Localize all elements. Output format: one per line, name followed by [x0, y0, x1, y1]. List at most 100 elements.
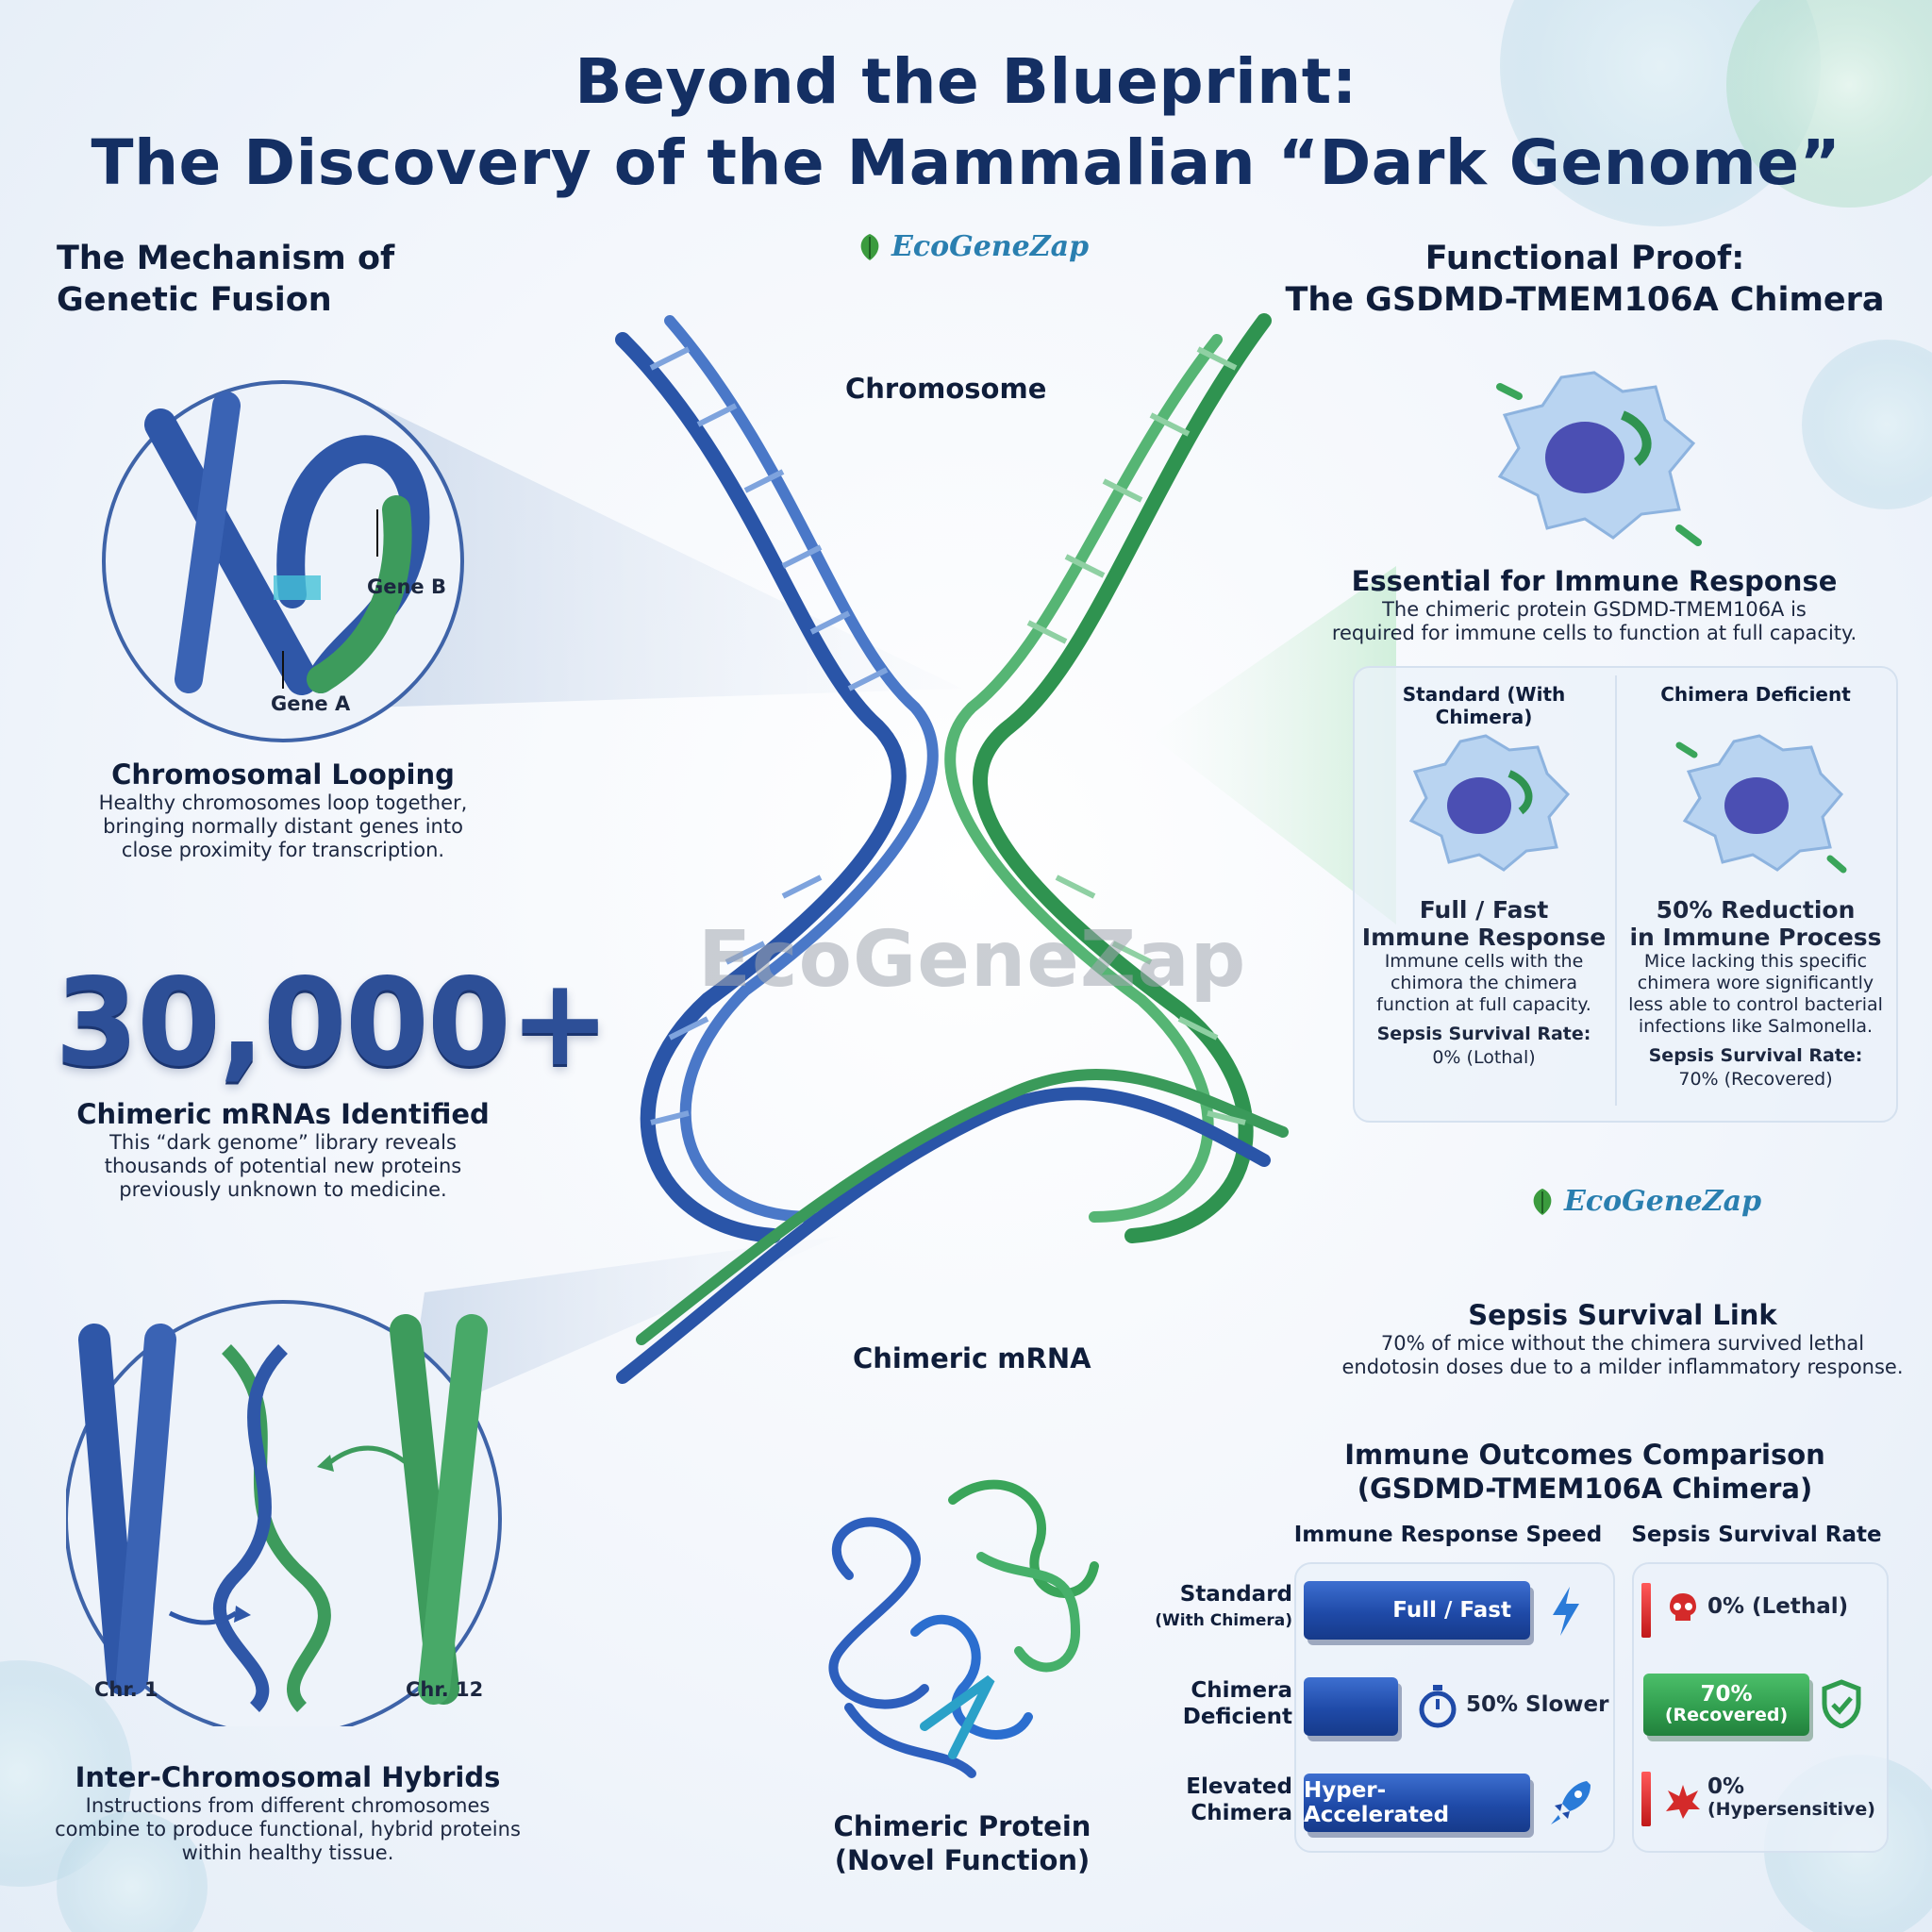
proof-wedge — [1151, 566, 1396, 924]
shield-check-icon — [1822, 1679, 1861, 1728]
looping-text-3: close proximity for transcription. — [121, 839, 445, 861]
stat-text-3: previously unknown to medicine. — [119, 1178, 447, 1201]
burst-icon — [1666, 1785, 1700, 1819]
standard-text-2: chimora the chimera — [1390, 973, 1578, 993]
survival-marker-standard — [1641, 1583, 1651, 1638]
brand-logo-top: EcoGeneZap — [854, 230, 1089, 263]
stopwatch-icon — [1419, 1685, 1457, 1728]
chr12-label: Chr. 12 — [406, 1678, 484, 1701]
row-standard-label-2: (With Chimera) — [1155, 1611, 1292, 1630]
speed-bar-deficient — [1304, 1677, 1398, 1736]
proof-heading: Functional Proof: The GSDMD-TMEM106A Chi… — [1264, 238, 1906, 321]
gene-a-label: Gene A — [271, 692, 351, 715]
deficient-text-1: Mice lacking this specific — [1643, 951, 1868, 972]
hybrids-text-1: Instructions from different chromosomes — [85, 1794, 491, 1817]
row-elevated-label: Elevated Chimera — [1141, 1774, 1292, 1826]
immune-cell-standard — [1408, 734, 1571, 872]
col-survival-header: Sepsis Survival Rate — [1631, 1523, 1882, 1547]
brand-name: EcoGeneZap — [891, 230, 1090, 263]
row-standard-label: Standard (With Chimera) — [1141, 1581, 1292, 1634]
protein-label-line-2: (Novel Function) — [834, 1844, 1091, 1876]
stat-number: 30,000+ — [55, 953, 610, 1093]
leaf-logo-icon — [860, 233, 879, 260]
proof-heading-line-2: The GSDMD-TMEM106A Chimera — [1285, 281, 1885, 319]
row-elevated-label-2: Chimera — [1191, 1801, 1292, 1825]
survival-elevated-value-2: (Hypersensitive) — [1707, 1799, 1875, 1820]
chimeric-mrna-label: Chimeric mRNA — [853, 1342, 1091, 1374]
comparison-title-1: Immune Outcomes Comparison — [1344, 1439, 1825, 1471]
row-deficient-label-1: Chimera — [1191, 1678, 1292, 1703]
speed-bar-elevated: Hyper-Accelerated — [1304, 1774, 1530, 1832]
chimera-comparison-panel — [1353, 666, 1898, 1123]
proof-heading-line-1: Functional Proof: — [1424, 240, 1745, 277]
deficient-block: 50% Reduction in Immune Process Mice lac… — [1617, 896, 1894, 1091]
sepsis-text-1: 70% of mice without the chimera survived… — [1380, 1332, 1865, 1355]
lightning-icon — [1553, 1587, 1579, 1636]
leaf-logo-icon — [1533, 1188, 1552, 1215]
protein-illustration — [828, 1479, 1099, 1778]
looping-text-2: bringing normally distant genes into — [103, 815, 463, 838]
title-line-1: Beyond the Blueprint: — [575, 45, 1357, 118]
standard-title-1: Full / Fast — [1419, 896, 1549, 924]
hybrids-text-3: within healthy tissue. — [181, 1841, 394, 1864]
sepsis-text-2: endotosin doses due to a milder inflamma… — [1341, 1356, 1904, 1378]
survival-elevated-value: 0% (Hypersensitive) — [1707, 1775, 1875, 1821]
hybrids-title: Inter-Chromosomal Hybrids — [75, 1761, 501, 1793]
row-elevated-label-1: Elevated — [1186, 1774, 1292, 1799]
chromosome-label: Chromosome — [845, 373, 1047, 405]
page-title: Beyond the Blueprint: The Discovery of t… — [0, 42, 1932, 204]
panel-divider — [1615, 675, 1617, 1106]
speed-standard-value: Full / Fast — [1392, 1598, 1511, 1623]
hybrids-block: Inter-Chromosomal Hybrids Instructions f… — [28, 1760, 547, 1865]
standard-text-3: function at full capacity. — [1376, 994, 1591, 1015]
deficient-title-2: in Immune Process — [1629, 924, 1882, 951]
survival-marker-elevated — [1641, 1772, 1651, 1826]
stat-label: Chimeric mRNAs Identified — [76, 1098, 490, 1130]
immune-cell-deficient — [1675, 734, 1847, 874]
speed-elevated-value: Hyper-Accelerated — [1304, 1778, 1450, 1827]
col-speed-header: Immune Response Speed — [1293, 1523, 1603, 1547]
deficient-text-3: less able to control bacterial — [1628, 994, 1883, 1015]
watermark: EcoGeneZap — [698, 915, 1247, 1005]
row-deficient-label: Chimera Deficient — [1141, 1677, 1292, 1730]
essential-text-2: required for immune cells to function at… — [1331, 622, 1857, 644]
looping-block: Chromosomal Looping Healthy chromosomes … — [57, 758, 509, 862]
mechanism-heading: The Mechanism of Genetic Fusion — [57, 238, 394, 321]
stat-number-value: 30,000+ — [55, 953, 610, 1093]
stat-block: Chimeric mRNAs Identified This “dark gen… — [38, 1097, 528, 1202]
standard-header: Standard (With Chimera) — [1402, 683, 1566, 728]
stat-text-1: This “dark genome” library reveals — [109, 1131, 457, 1154]
chr1-label: Chr. 1 — [94, 1678, 158, 1701]
deficient-header: Chimera Deficient — [1660, 683, 1851, 706]
stat-text-2: thousands of potential new proteins — [104, 1155, 462, 1177]
deficient-rate-label: Sepsis Survival Rate: — [1648, 1045, 1863, 1066]
standard-title-2: Immune Response — [1361, 924, 1607, 951]
immune-cell-main — [1496, 371, 1702, 546]
row-deficient-label-2: Deficient — [1182, 1705, 1292, 1729]
looping-title: Chromosomal Looping — [111, 758, 455, 791]
standard-rate-value: 0% (Lothal) — [1432, 1047, 1536, 1068]
comparison-title-2: (GSDMD-TMEM106A Chimera) — [1357, 1473, 1813, 1505]
essential-block: Essential for Immune Response The chimer… — [1321, 564, 1868, 645]
mechanism-heading-line-1: The Mechanism of — [57, 240, 395, 277]
title-line-2: The Discovery of the Mammalian “Dark Gen… — [91, 126, 1841, 199]
survival-bar-deficient: 70% (Recovered) — [1643, 1674, 1809, 1736]
deficient-text-2: chimera wore significantly — [1637, 973, 1874, 993]
survival-deficient-value-1: 70% — [1700, 1682, 1753, 1707]
dna-helix-illustration — [615, 313, 1289, 1384]
deficient-title-1: 50% Reduction — [1656, 896, 1856, 924]
speed-deficient-value: 50% Slower — [1466, 1692, 1609, 1717]
gene-b-label: Gene B — [367, 575, 446, 598]
skull-icon — [1670, 1593, 1696, 1621]
standard-block: Full / Fast Immune Response Immune cells… — [1353, 896, 1615, 1070]
survival-deficient-value-2: (Recovered) — [1664, 1705, 1789, 1725]
survival-standard-value: 0% (Lethal) — [1707, 1594, 1849, 1619]
standard-text-1: Immune cells with the — [1384, 951, 1584, 972]
standard-rate-label: Sepsis Survival Rate: — [1376, 1024, 1591, 1044]
sepsis-title: Sepsis Survival Link — [1468, 1299, 1777, 1331]
looping-text-1: Healthy chromosomes loop together, — [98, 791, 468, 814]
speed-bar-standard: Full / Fast — [1304, 1581, 1530, 1640]
deficient-rate-value: 70% (Recovered) — [1678, 1069, 1833, 1090]
protein-label: Chimeric Protein (Novel Function) — [792, 1809, 1132, 1877]
rocket-icon — [1551, 1781, 1591, 1824]
